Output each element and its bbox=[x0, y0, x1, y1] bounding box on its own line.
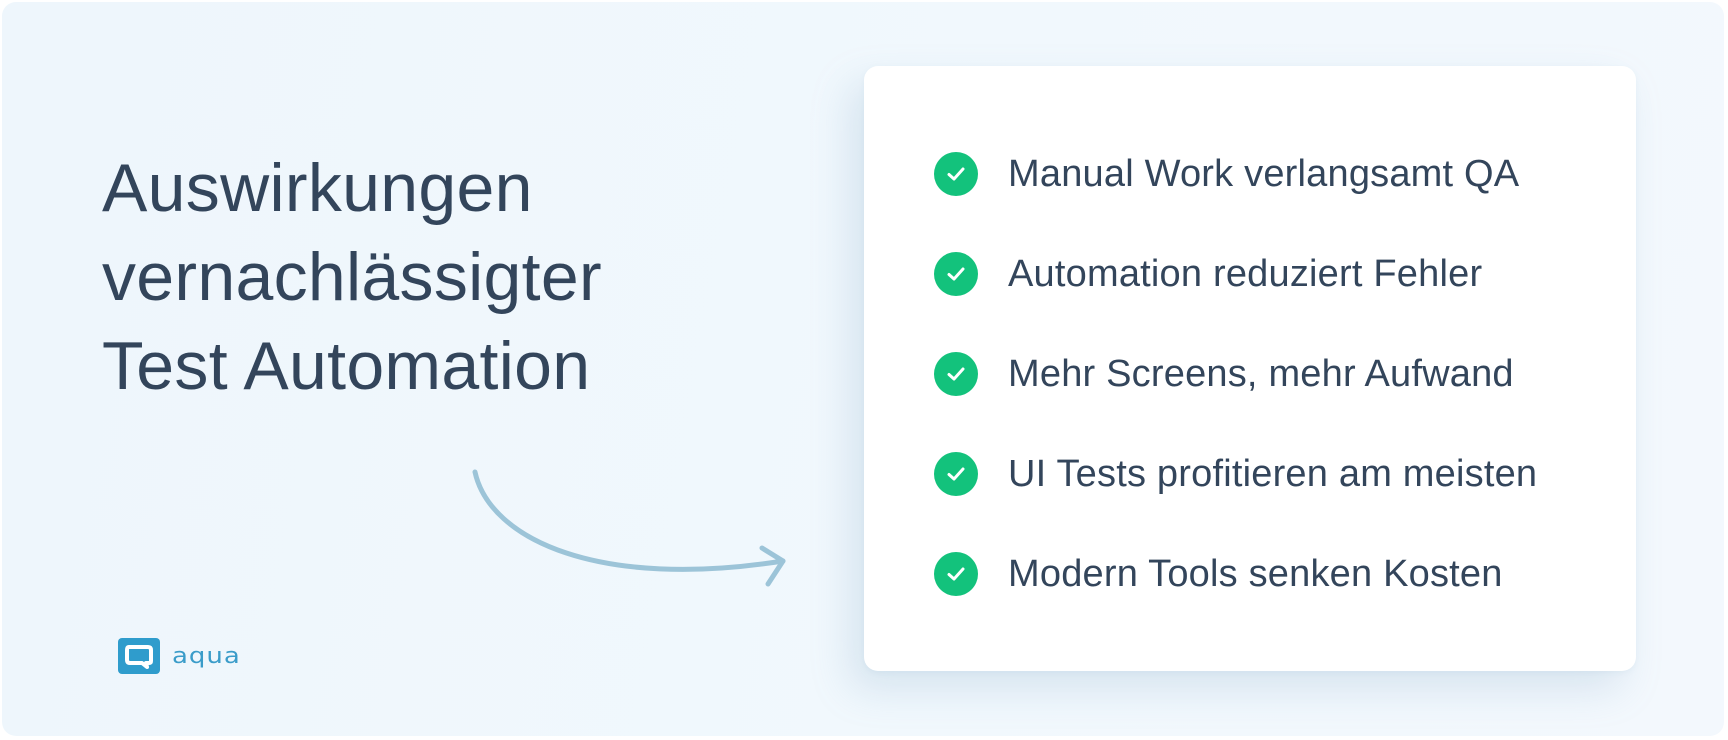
list-item: Modern Tools senken Kosten bbox=[934, 549, 1537, 599]
check-circle-icon bbox=[934, 352, 978, 396]
check-circle-icon bbox=[934, 552, 978, 596]
headline-line-2: vernachlässigter bbox=[102, 239, 602, 315]
list-item-label: UI Tests profitieren am meisten bbox=[1008, 452, 1538, 495]
list-item-label: Manual Work verlangsamt QA bbox=[1008, 152, 1520, 195]
benefits-card: Manual Work verlangsamt QA Automation re… bbox=[864, 66, 1636, 671]
list-item: Automation reduziert Fehler bbox=[934, 249, 1537, 299]
check-circle-icon bbox=[934, 152, 978, 196]
headline-line-3: Test Automation bbox=[102, 328, 591, 404]
list-item-label: Modern Tools senken Kosten bbox=[1008, 552, 1503, 595]
check-circle-icon bbox=[934, 252, 978, 296]
aqua-logo: aqua bbox=[118, 638, 241, 674]
list-item-label: Automation reduziert Fehler bbox=[1008, 252, 1483, 295]
headline-line-1: Auswirkungen bbox=[102, 150, 533, 226]
list-item: UI Tests profitieren am meisten bbox=[934, 449, 1537, 499]
list-item: Mehr Screens, mehr Aufwand bbox=[934, 349, 1537, 399]
logo-text: aqua bbox=[172, 643, 241, 669]
list-item-label: Mehr Screens, mehr Aufwand bbox=[1008, 352, 1514, 395]
check-circle-icon bbox=[934, 452, 978, 496]
aqua-logo-icon bbox=[118, 638, 160, 674]
headline: Auswirkungen vernachlässigter Test Autom… bbox=[102, 144, 602, 411]
list-item: Manual Work verlangsamt QA bbox=[934, 149, 1537, 199]
benefits-list: Manual Work verlangsamt QA Automation re… bbox=[934, 149, 1537, 649]
